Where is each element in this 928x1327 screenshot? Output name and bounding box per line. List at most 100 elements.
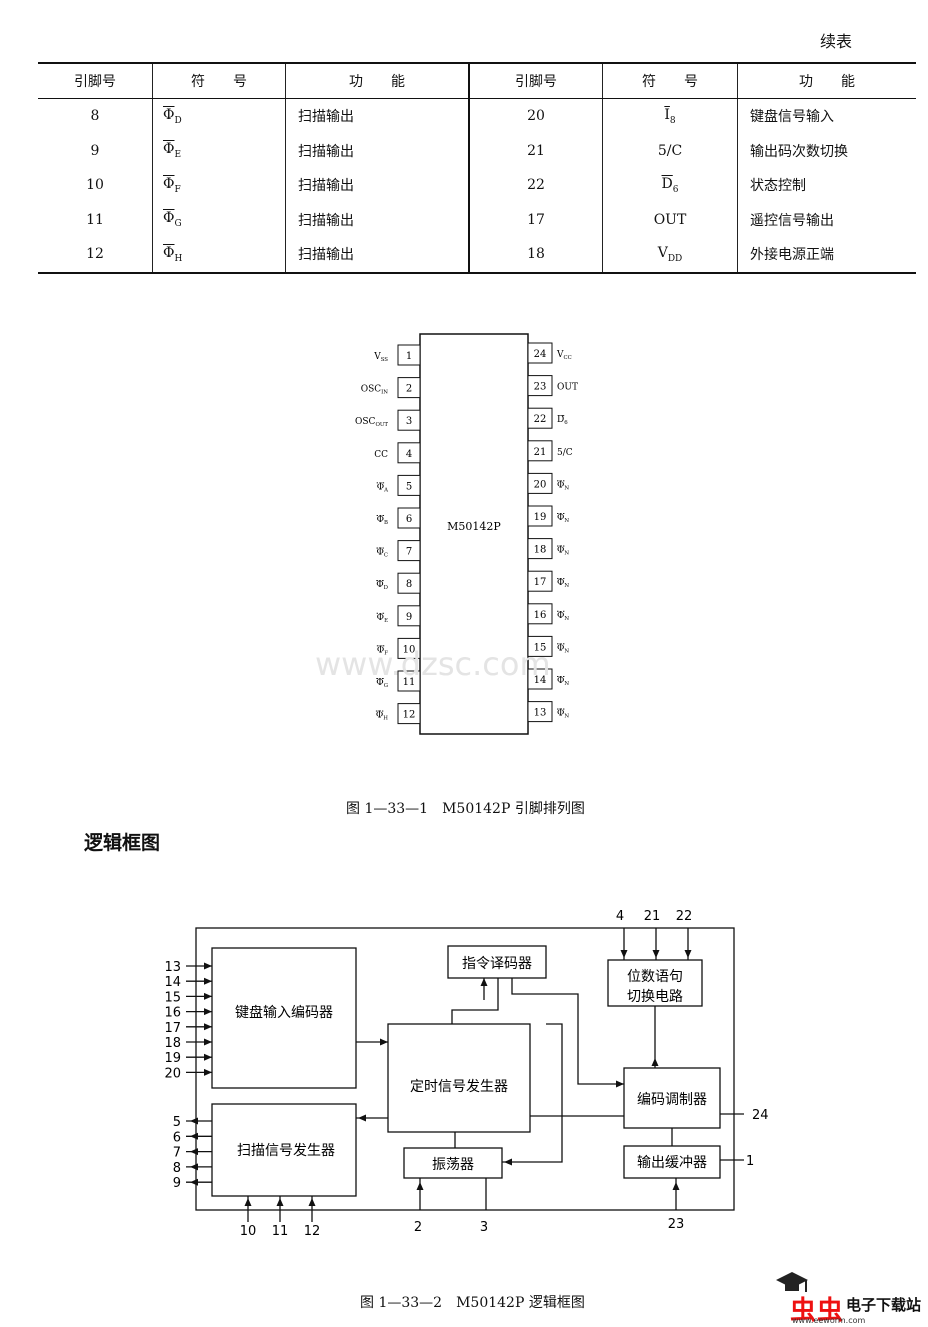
pin-number-left: 2 (406, 384, 412, 395)
timing-generator-block (387, 1023, 531, 1133)
pin-number-right: 20 (534, 479, 547, 490)
symbol-cell: OUT (602, 202, 738, 237)
pin-number-left: 11 (403, 677, 416, 688)
continued-label: 续表 (820, 32, 853, 51)
scan-bottom-arrow (276, 1198, 284, 1206)
symbol-cell: D6 (602, 168, 738, 203)
pin-label-left: VSS (373, 352, 388, 363)
timing-to-scan-arrow (358, 1114, 366, 1122)
decoder-arrow (480, 978, 488, 986)
pin-label-left: OSCIN (361, 385, 389, 396)
switch-arrow (651, 1058, 659, 1066)
pin-box-right (527, 570, 553, 592)
pin-label-right: D6 (557, 415, 568, 426)
pin-number-cell: 22 (468, 168, 603, 203)
scan-bottom-pin: 12 (304, 1224, 321, 1239)
logo-url: www.eeworm.com (792, 1316, 866, 1325)
pin-number-right: 14 (534, 675, 547, 686)
chip-body (419, 333, 529, 735)
pin-label-left: ΦA (377, 482, 388, 493)
pin-number-right: 24 (534, 349, 547, 360)
timing-to-decoder (451, 978, 499, 1024)
pin-label-left: OSCOUT (355, 417, 388, 428)
input-arrow (204, 1008, 212, 1016)
scan-output-pin: 8 (173, 1161, 181, 1176)
pin-number-cell: 9 (90, 142, 100, 159)
symbol-cell: ΦH (152, 237, 286, 274)
scan-bottom-arrow (308, 1198, 316, 1206)
output-arrow (190, 1132, 198, 1140)
pin-box-left (397, 474, 421, 496)
pin-box-left (397, 409, 421, 431)
decoder-to-modulator (511, 978, 624, 1085)
symbol-cell: ΦE (152, 133, 286, 168)
keyboard-encoder-label: 键盘输入编码器 (235, 1004, 333, 1021)
code-modulator-label: 编码调制器 (637, 1092, 707, 1108)
pin-number-right: 16 (534, 610, 547, 621)
pin-number-right: 18 (534, 545, 547, 556)
scan-output-pin: 6 (173, 1130, 181, 1145)
pin-box-right (527, 342, 553, 364)
scan-generator-block (211, 1103, 357, 1197)
col-header-pin: 引脚号 (38, 62, 153, 99)
pin-label-right: VCC (556, 350, 572, 361)
symbol-cell: VDD (602, 237, 738, 274)
keyboard-to-timing-arrow (380, 1038, 388, 1046)
digit-switch-label: 位数语句 (627, 969, 683, 985)
scan-bottom-pin: 10 (240, 1224, 257, 1239)
scan-generator-label: 扫描信号发生器 (237, 1143, 335, 1159)
pin-number-cell: 18 (468, 237, 603, 274)
pin-label-left: ΦF (377, 645, 388, 656)
pin-label-left: ΦH (376, 711, 388, 722)
pin-number-left: 8 (406, 579, 412, 590)
pin-label-right: ΦN (557, 611, 569, 622)
instruction-decoder-block (447, 945, 547, 979)
chip-name: M50142P (447, 520, 501, 533)
pin-number-left: 3 (406, 416, 412, 427)
digit-switch-block (607, 959, 703, 1007)
switch-input-pin: 21 (644, 909, 661, 924)
pin-number-cell: 12 (38, 237, 153, 274)
pin-number-right: 17 (534, 577, 547, 588)
pin-number-cell: 10 (86, 177, 104, 194)
symbol-cell: 5/C (602, 133, 738, 168)
input-arrow (204, 977, 212, 985)
keyboard-input-pin: 20 (164, 1066, 181, 1081)
switch-input-pin: 22 (676, 909, 693, 924)
pin-number-right: 19 (534, 512, 547, 523)
instruction-decoder-label: 指令译码器 (462, 956, 532, 972)
function-cell: 扫描输出 (285, 133, 469, 168)
pin-number-left: 4 (406, 449, 412, 460)
pin-box-right (527, 538, 553, 560)
keyboard-input-pin: 19 (164, 1051, 181, 1066)
function-cell: 键盘信号输入 (737, 98, 916, 134)
output-buffer-block (623, 1145, 721, 1179)
pin-box-left (397, 442, 421, 464)
pin-number-left: 12 (403, 710, 416, 721)
function-cell: 遥控信号输出 (737, 202, 916, 237)
keyboard-input-pin: 13 (164, 960, 181, 975)
output-arrow (190, 1148, 198, 1156)
buffer-arrow (672, 1182, 680, 1190)
pin-number-left: 10 (403, 644, 416, 655)
keyboard-encoder-block (211, 947, 357, 1089)
pin-box-right (527, 701, 553, 723)
function-cell: 扫描输出 (285, 237, 469, 274)
pin-box-left (397, 507, 421, 529)
section-heading: 逻辑框图 (84, 832, 161, 854)
input-arrow (204, 1068, 212, 1076)
pin-number-right: 23 (534, 382, 547, 393)
pin-box-right (527, 472, 553, 494)
timing-generator-label: 定时信号发生器 (410, 1079, 508, 1095)
table-header-row: 引脚号 符 号 功 能 引脚号 符 号 功 能 (38, 62, 916, 99)
osc-in-arrow (416, 1182, 424, 1190)
pin-label-left: ΦC (376, 548, 388, 559)
function-cell: 扫描输出 (285, 168, 469, 203)
keyboard-input-pin: 16 (164, 1006, 181, 1021)
